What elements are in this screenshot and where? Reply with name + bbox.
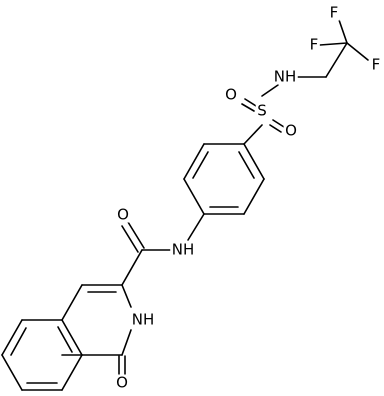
bond-s-o-left-a xyxy=(244,98,257,107)
atom-label-f-mid: F xyxy=(310,36,319,54)
atom-label-backdrop xyxy=(308,36,320,53)
bond-ph-4 xyxy=(183,178,205,215)
atom-label-backdrop xyxy=(114,374,130,391)
bond-cf3-f-top xyxy=(337,16,348,44)
bond-ph-inner-3 xyxy=(192,151,209,179)
atom-label-o-sulfonyl-left: O xyxy=(225,86,237,104)
bond-carbonyl-o-b xyxy=(121,225,139,253)
bond-ring-nh xyxy=(187,213,205,241)
bond-cf3-f-right xyxy=(346,42,369,61)
bond-ch2-cf3 xyxy=(325,42,348,78)
atom-label-f-top: F xyxy=(330,4,339,22)
bond-n2-c1 xyxy=(121,329,132,356)
bond-c3-n2 xyxy=(121,284,132,308)
bond-ph-2 xyxy=(243,178,265,215)
atom-label-backdrop xyxy=(170,241,196,258)
bond-bz-1 xyxy=(61,319,83,356)
atom-label-backdrop xyxy=(283,122,299,139)
bond-carbonyl-c3 xyxy=(121,249,143,286)
bond-bz-inner-3 xyxy=(57,326,73,353)
bond-bz-inner-2 xyxy=(10,327,27,356)
atom-label-backdrop xyxy=(223,86,239,103)
bond-s-o-left-b xyxy=(241,103,255,112)
bond-bz-4 xyxy=(1,354,23,391)
atom-label-backdrop xyxy=(130,311,156,328)
atom-label-backdrop xyxy=(370,56,382,73)
atom-label-backdrop xyxy=(328,4,340,21)
bond-c4-c4a xyxy=(61,284,83,321)
bond-s-o-right-b xyxy=(269,124,282,133)
atom-label-o-lactam: O xyxy=(116,374,128,392)
bond-ph-1 xyxy=(243,143,265,180)
bond-s-nh xyxy=(261,84,279,97)
atom-label-o-amide: O xyxy=(117,206,129,224)
atom-label-nh-amide: NH xyxy=(172,241,195,259)
bond-bz-2 xyxy=(61,354,83,391)
atom-label-backdrop xyxy=(272,68,298,85)
atom-label-backdrop xyxy=(255,102,269,119)
bond-cf3-f-mid xyxy=(319,42,348,46)
bond-ph-5 xyxy=(183,143,205,180)
atom-label-backdrop xyxy=(115,206,131,223)
bond-carbonyl-o-a xyxy=(127,221,145,249)
atom-label-f-right: F xyxy=(372,56,381,74)
atom-label-nh-sulfonamide: NH xyxy=(274,68,297,86)
bond-s-o-right-a xyxy=(272,119,285,128)
bond-s-ring xyxy=(243,124,263,145)
atom-label-nh-ring: NH xyxy=(132,311,155,329)
bond-bz-5 xyxy=(1,319,23,356)
atom-label-o-sulfonyl-right: O xyxy=(285,122,297,140)
atom-label-sulfur: S xyxy=(257,102,267,120)
bond-ph-inner-1 xyxy=(238,151,255,179)
